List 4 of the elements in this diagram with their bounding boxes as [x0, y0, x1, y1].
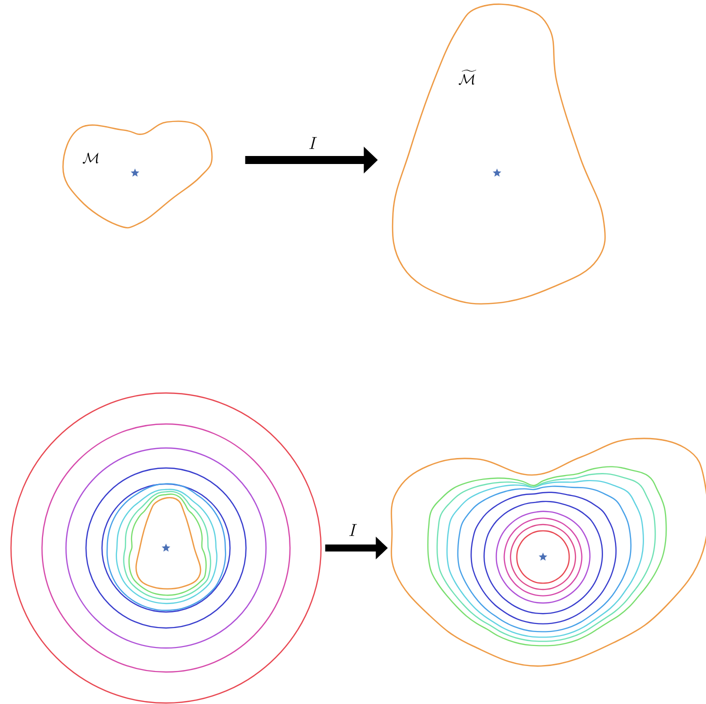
edge-label: $I$: [308, 136, 318, 150]
region-outline: $\widetilde{\mathcal{M}}$: [392, 4, 606, 305]
edge-label: $I$: [348, 523, 358, 537]
region-outline: $\mathcal{M}$: [62, 120, 213, 228]
